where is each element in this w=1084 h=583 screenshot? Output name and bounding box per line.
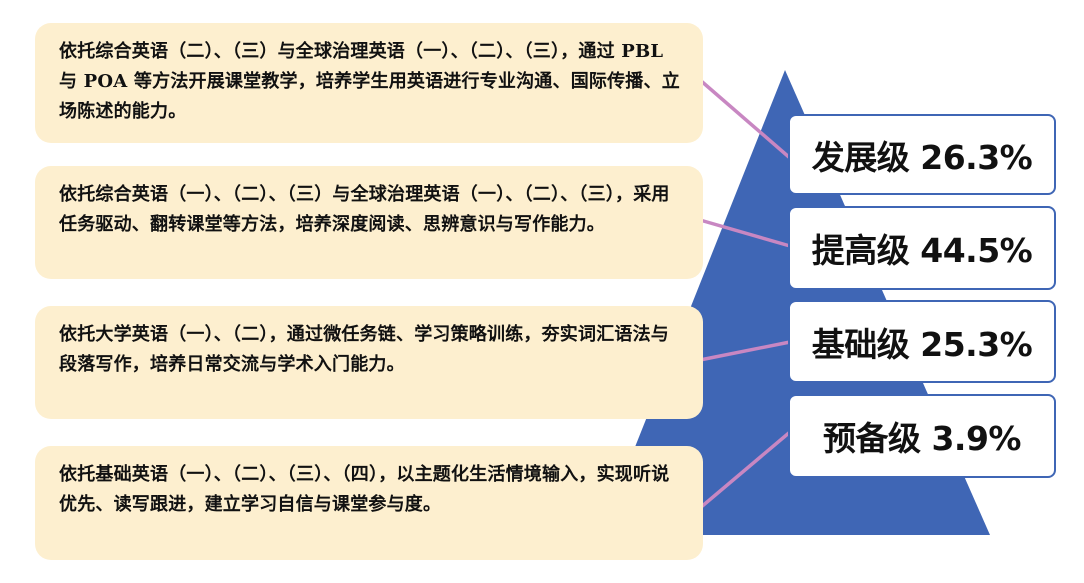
- connector-line-4: [698, 430, 792, 510]
- level-description-3: 依托大学英语（一）、（二），通过微任务链、学习策略训练，夯实词汇语法与段落写作，…: [35, 306, 703, 419]
- connector-line-1: [698, 78, 792, 160]
- level-label-2: 提高级 44.5%: [788, 206, 1056, 290]
- level-label-4: 预备级 3.9%: [788, 394, 1056, 478]
- connector-line-2: [699, 218, 791, 248]
- level-description-4: 依托基础英语（一）、（二）、（三）、（四），以主题化生活情境输入，实现听说优先、…: [35, 446, 703, 560]
- level-label-3: 基础级 25.3%: [788, 300, 1056, 383]
- level-description-1: 依托综合英语（二）、（三）与全球治理英语（一）、（二）、（三），通过 PBL 与…: [35, 23, 703, 143]
- connector-line-3: [699, 340, 791, 362]
- level-description-2: 依托综合英语（一）、（二）、（三）与全球治理英语（一）、（二）、（三），采用任务…: [35, 166, 703, 279]
- level-label-1: 发展级 26.3%: [788, 114, 1056, 195]
